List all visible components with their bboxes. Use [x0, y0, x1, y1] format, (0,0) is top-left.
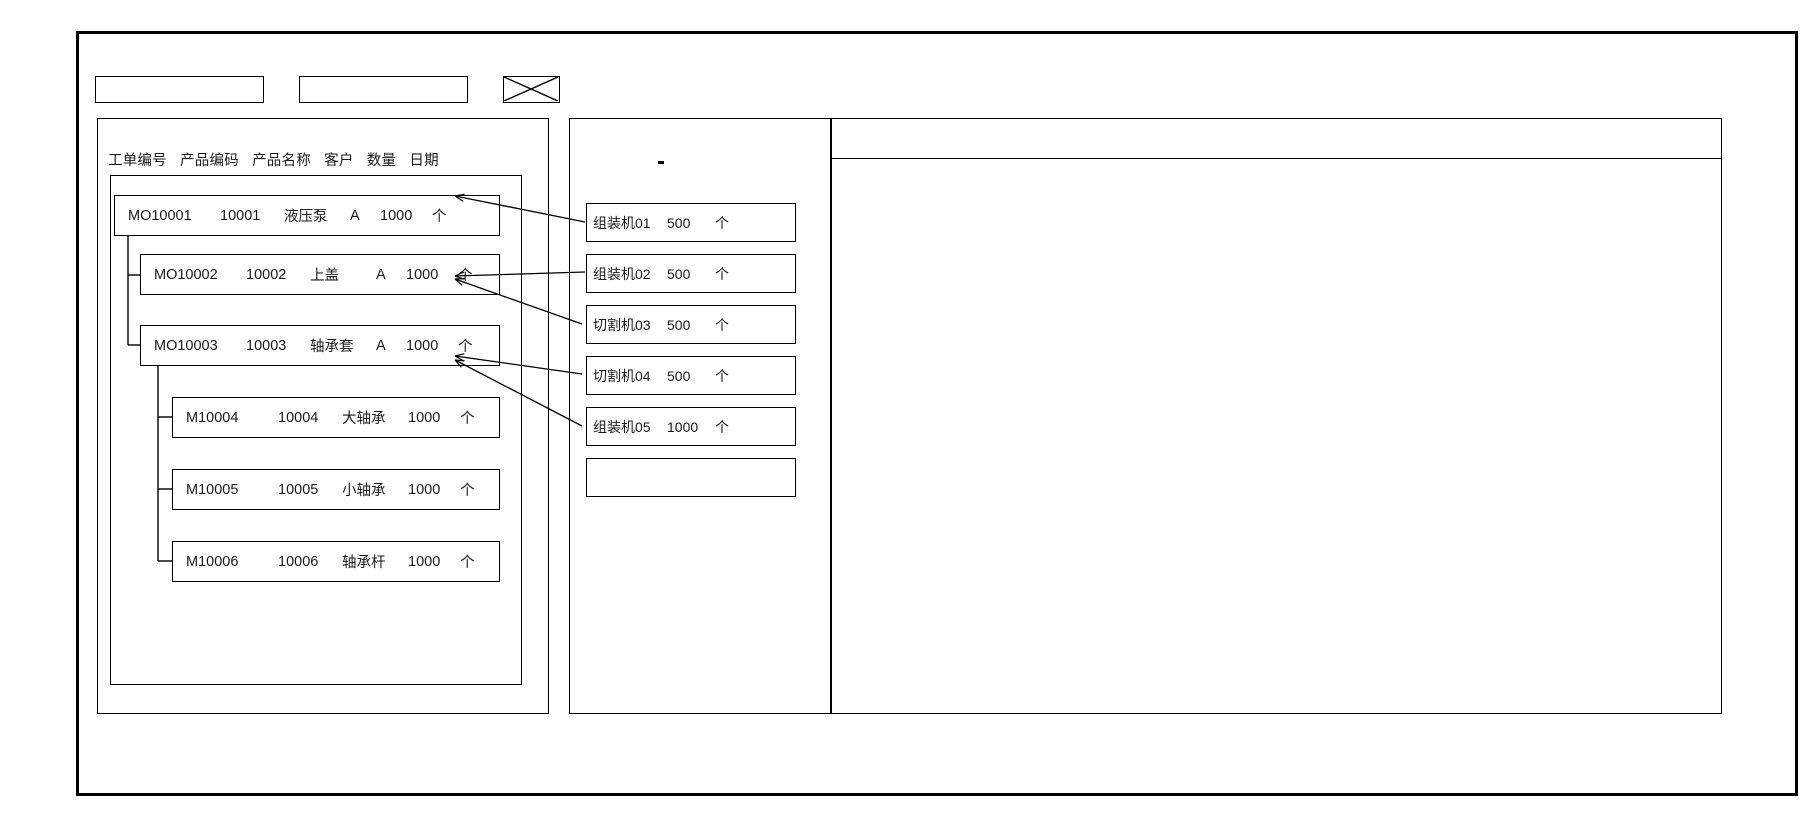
machine-name: 切割机04 [593, 367, 651, 384]
machine-unit: 个 [715, 214, 729, 231]
row-unit: 个 [460, 411, 475, 427]
machine-unit: 个 [715, 265, 729, 282]
row-qty: 1000 [406, 266, 439, 283]
work-order-row[interactable]: M10006 10006 轴承杆 1000 个 [172, 541, 500, 582]
row-product-name: 上盖 [310, 268, 339, 284]
row-product-code: 10003 [246, 337, 287, 354]
row-order-no: M10005 [186, 481, 239, 498]
row-qty: 1000 [408, 553, 441, 570]
machine-card[interactable]: 组装机05 1000 个 [586, 407, 796, 446]
detail-panel-header-divider [832, 158, 1721, 159]
machine-card[interactable]: 组装机01 500 个 [586, 203, 796, 242]
crossed-rectangle-icon[interactable] [503, 75, 560, 103]
row-qty: 1000 [408, 409, 441, 426]
column-header-product-code: 产品编码 [180, 153, 239, 169]
machine-card[interactable]: 切割机04 500 个 [586, 356, 796, 395]
row-product-code: 10004 [278, 409, 319, 426]
machine-card[interactable]: 切割机03 500 个 [586, 305, 796, 344]
filter-field-2[interactable] [299, 75, 468, 103]
row-unit: 个 [460, 483, 475, 499]
machine-unit: 个 [715, 418, 729, 435]
row-product-name: 大轴承 [342, 411, 386, 427]
row-unit: 个 [432, 209, 447, 225]
machine-name: 组装机01 [593, 214, 651, 231]
column-header-date: 日期 [409, 153, 439, 169]
work-order-row[interactable]: M10004 10004 大轴承 1000 个 [172, 397, 500, 438]
row-unit: 个 [458, 339, 473, 355]
row-product-name: 轴承套 [310, 339, 354, 355]
app-window: 工单编号 产品编码 产品名称 客户 数量 日期 MO10001 10001 液压… [76, 31, 1798, 796]
row-unit: 个 [458, 268, 473, 284]
row-order-no: MO10002 [154, 266, 218, 283]
column-header-product-name: 产品名称 [252, 153, 311, 169]
row-product-name: 小轴承 [342, 483, 386, 499]
toolbar [95, 75, 560, 103]
row-qty: 1000 [408, 481, 441, 498]
column-header-customer: 客户 [324, 153, 354, 169]
machine-name: 组装机05 [593, 418, 651, 435]
row-product-code: 10002 [246, 266, 287, 283]
column-header-qty: 数量 [366, 153, 397, 169]
row-qty: 1000 [380, 207, 413, 224]
machine-qty: 500 [667, 367, 691, 384]
row-qty: 1000 [406, 337, 439, 354]
row-product-code: 10005 [278, 481, 319, 498]
column-header-order-no: 工单编号 [108, 153, 167, 169]
row-product-code: 10001 [220, 207, 261, 224]
work-order-row[interactable]: M10005 10005 小轴承 1000 个 [172, 469, 500, 510]
machine-assignment-panel: 组装机01 500 个 组装机02 500 个 切割机03 500 个 切割机0… [569, 118, 831, 714]
row-customer: A [376, 266, 386, 283]
row-order-no: MO10003 [154, 337, 218, 354]
machine-unit: 个 [715, 316, 729, 333]
detail-panel [831, 118, 1722, 714]
row-order-no: M10006 [186, 553, 239, 570]
machine-name: 组装机02 [593, 265, 651, 282]
machine-qty: 500 [667, 316, 691, 333]
machine-card-empty[interactable] [586, 458, 796, 497]
machine-qty: 500 [667, 265, 691, 282]
work-order-column-headers: 工单编号 产品编码 产品名称 客户 数量 日期 [108, 149, 508, 170]
row-order-no: MO10001 [128, 207, 192, 224]
work-order-panel: 工单编号 产品编码 产品名称 客户 数量 日期 MO10001 10001 液压… [97, 118, 549, 714]
machine-qty: 500 [667, 214, 691, 231]
row-customer: A [350, 207, 360, 224]
machine-unit: 个 [715, 367, 729, 384]
work-order-tree-region [110, 175, 522, 685]
work-order-row[interactable]: MO10003 10003 轴承套 A 1000 个 [140, 325, 500, 366]
row-customer: A [376, 337, 386, 354]
machine-qty: 1000 [667, 418, 699, 435]
row-order-no: M10004 [186, 409, 239, 426]
machine-card[interactable]: 组装机02 500 个 [586, 254, 796, 293]
machine-name: 切割机03 [593, 316, 651, 333]
row-product-name: 轴承杆 [342, 555, 386, 571]
filter-field-1[interactable] [95, 75, 264, 103]
work-order-row[interactable]: MO10002 10002 上盖 A 1000 个 [140, 254, 500, 295]
row-product-code: 10006 [278, 553, 319, 570]
row-unit: 个 [460, 555, 475, 571]
row-product-name: 液压泵 [284, 209, 328, 225]
panel-marker-dot [658, 161, 664, 164]
work-order-row[interactable]: MO10001 10001 液压泵 A 1000 个 [114, 195, 500, 236]
